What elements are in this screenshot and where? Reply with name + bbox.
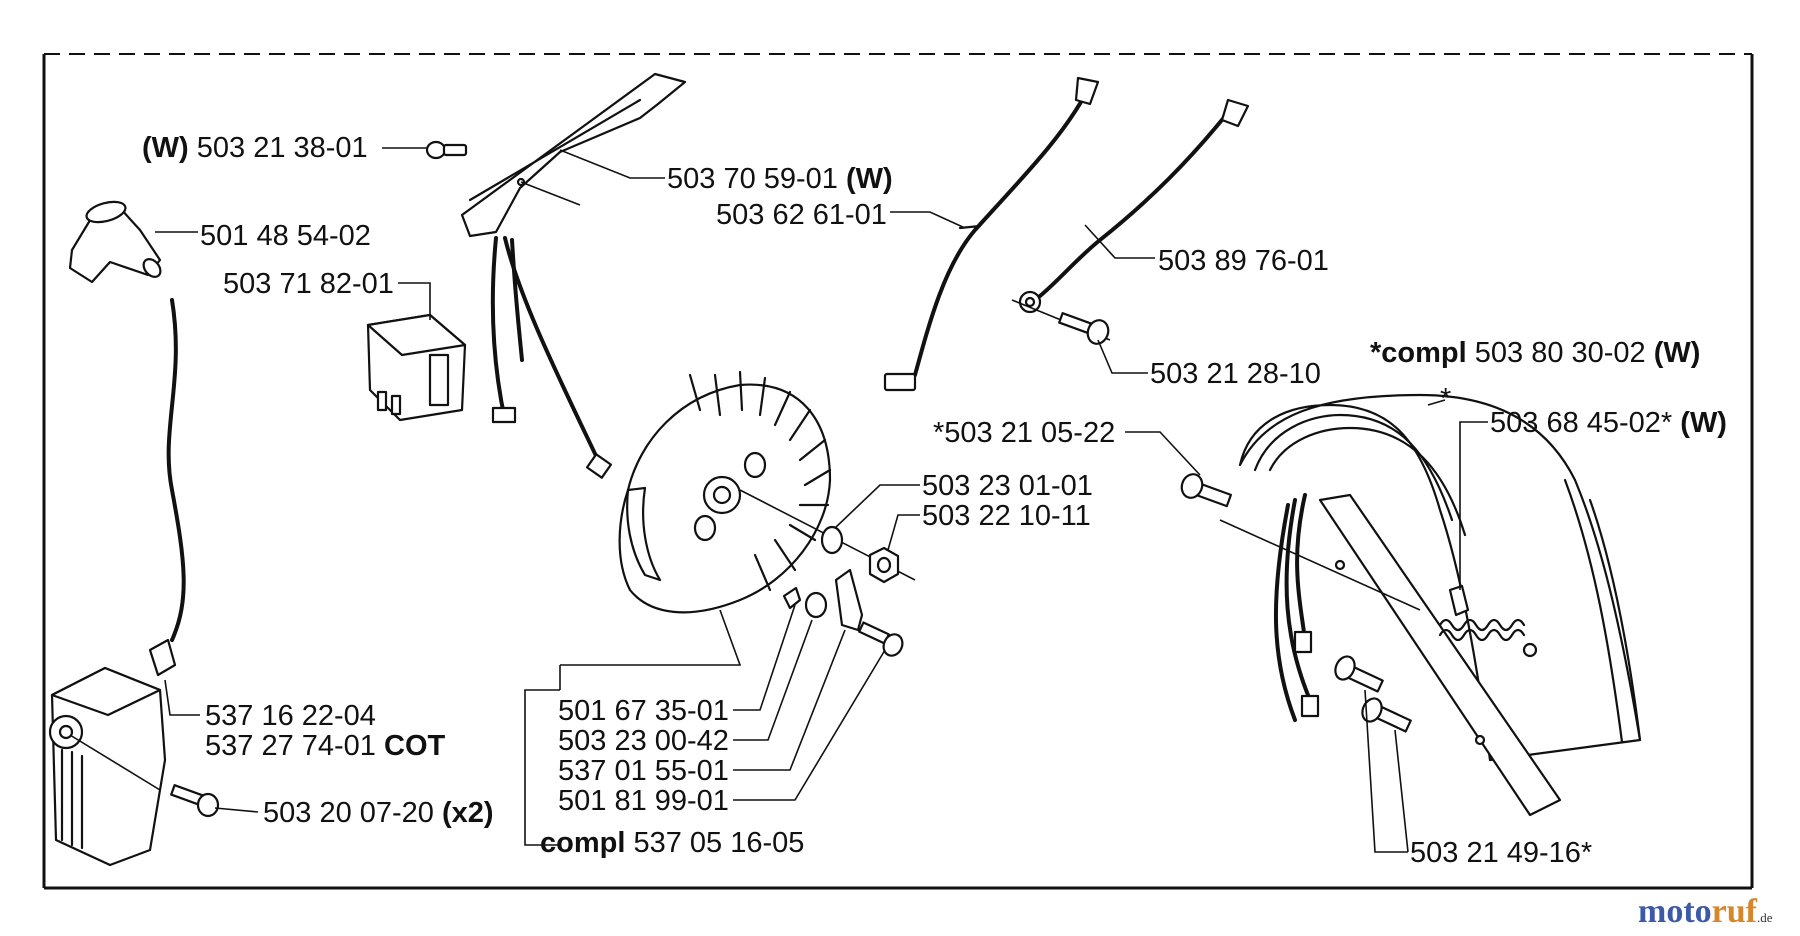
label-503-70-59-01: 503 70 59-01 (W)	[667, 163, 893, 195]
spark-plug-cap-501-48-54-02	[68, 200, 162, 284]
label-503-20-07-20: 503 20 07-20 (x2)	[263, 797, 494, 829]
screw-503-21-05-22	[1180, 473, 1233, 508]
screw-501-81-99-01	[858, 621, 904, 657]
ignition-module-537-16-22-04	[48, 638, 177, 867]
bracket-503-70-59-01	[460, 72, 687, 238]
nut-503-22-10-11	[868, 546, 900, 584]
watermark-logo: motoruf.de	[1638, 893, 1773, 930]
label-503-21-38-01: (W) 503 21 38-01	[142, 132, 368, 164]
pawl-537-01-55-01	[834, 568, 864, 632]
wire-503-89-76-01	[1018, 98, 1250, 314]
handle-wires	[1273, 493, 1320, 722]
washer-503-23-01-01	[820, 525, 844, 555]
label-537-16-22-04: 537 16 22-04	[205, 700, 376, 732]
label-503-71-82-01: 503 71 82-01	[223, 268, 394, 300]
key-part	[782, 586, 802, 610]
label-537-27-74-01: 537 27 74-01 COT	[205, 730, 446, 762]
label-503-23-01-01: 503 23 01-01	[922, 470, 1093, 502]
label-503-89-76-01: 503 89 76-01	[1158, 245, 1329, 277]
bracket-wire-harness	[490, 236, 613, 479]
leader-lines	[155, 147, 1488, 853]
label-501-48-54-02: 501 48 54-02	[200, 220, 371, 252]
flywheel-501-67-35-01	[618, 370, 916, 614]
label-501-81-99-01: 501 81 99-01	[558, 785, 729, 817]
label-503-80-30-02: *compl 503 80 30-02 (W)	[1370, 337, 1700, 369]
label-503-62-61-01: 503 62 61-01	[716, 199, 887, 231]
wire-503-62-61-01	[883, 76, 1100, 392]
washer-503-23-00-42	[804, 591, 828, 619]
label-503-21-49-16: 503 21 49-16*	[1410, 837, 1592, 869]
spring-503-68-45-02	[1438, 584, 1538, 658]
handle-503-80-30-02	[1219, 393, 1642, 817]
label-503-22-10-11: 503 22 10-11	[922, 500, 1091, 532]
switch-503-71-82-01	[366, 313, 467, 422]
label-503-23-00-42: 503 23 00-42	[558, 725, 729, 757]
label-537-05-16-05: compl 537 05 16-05	[540, 827, 804, 859]
label-503-21-28-10: 503 21 28-10	[1150, 358, 1321, 390]
label-star: *	[1440, 383, 1451, 415]
ignition-lead-wire	[166, 298, 186, 642]
screw-503-21-38-01	[425, 140, 468, 160]
label-537-01-55-01: 537 01 55-01	[558, 755, 729, 787]
label-501-67-35-01: 501 67 35-01	[558, 695, 729, 727]
screws-503-21-49-16	[1334, 655, 1412, 733]
diagram-frame	[42, 53, 1754, 890]
svg-text:motoruf.de: motoruf.de	[1638, 893, 1773, 930]
screw-503-20-07-20	[170, 784, 220, 818]
label-503-21-05-22: *503 21 05-22	[933, 417, 1115, 449]
screw-503-21-28-10	[1011, 299, 1111, 345]
label-503-68-45-02: 503 68 45-02* (W)	[1490, 407, 1727, 439]
